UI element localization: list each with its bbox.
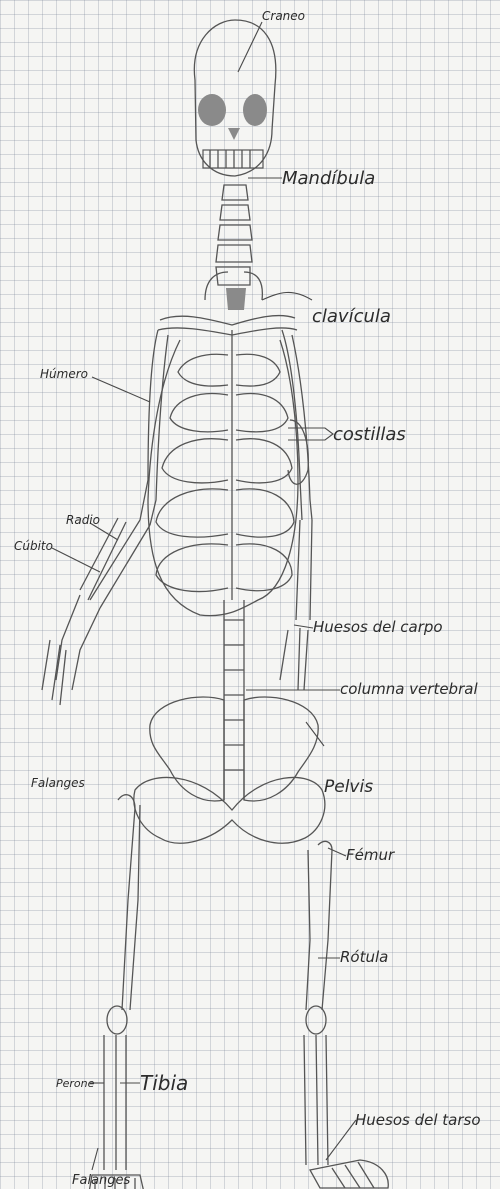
- label-pelvis: Pelvis: [324, 777, 373, 797]
- left-arm: [42, 330, 168, 705]
- label-falanges-pie: Falanges: [72, 1173, 131, 1188]
- ribcage: [148, 330, 298, 616]
- label-radio: Radio: [66, 513, 100, 527]
- label-femur: Fémur: [346, 846, 395, 864]
- label-columna: columna vertebral: [340, 680, 478, 698]
- right-leg: [304, 841, 388, 1188]
- label-tibia: Tibia: [140, 1071, 188, 1095]
- label-clavicula: clavícula: [312, 306, 391, 327]
- label-perone: Perone: [56, 1077, 95, 1090]
- label-rotula: Rótula: [340, 948, 388, 966]
- label-falanges-mano: Falanges: [31, 776, 85, 790]
- cervical-vertebrae: [216, 185, 252, 310]
- label-costillas: costillas: [333, 424, 406, 445]
- label-tarso: Huesos del tarso: [355, 1111, 481, 1129]
- label-mandibula: Mandíbula: [282, 168, 375, 189]
- label-humero: Húmero: [40, 367, 88, 381]
- right-arm: [280, 330, 312, 690]
- label-craneo: Craneo: [262, 9, 305, 23]
- label-cubito: Cúbito: [14, 539, 53, 553]
- left-leg: [86, 795, 148, 1189]
- label-carpo: Huesos del carpo: [313, 618, 443, 636]
- skull: [194, 20, 275, 176]
- lumbar-spine: [224, 600, 244, 800]
- labels: Craneo Mandíbula clavícula Húmero costil…: [14, 9, 481, 1188]
